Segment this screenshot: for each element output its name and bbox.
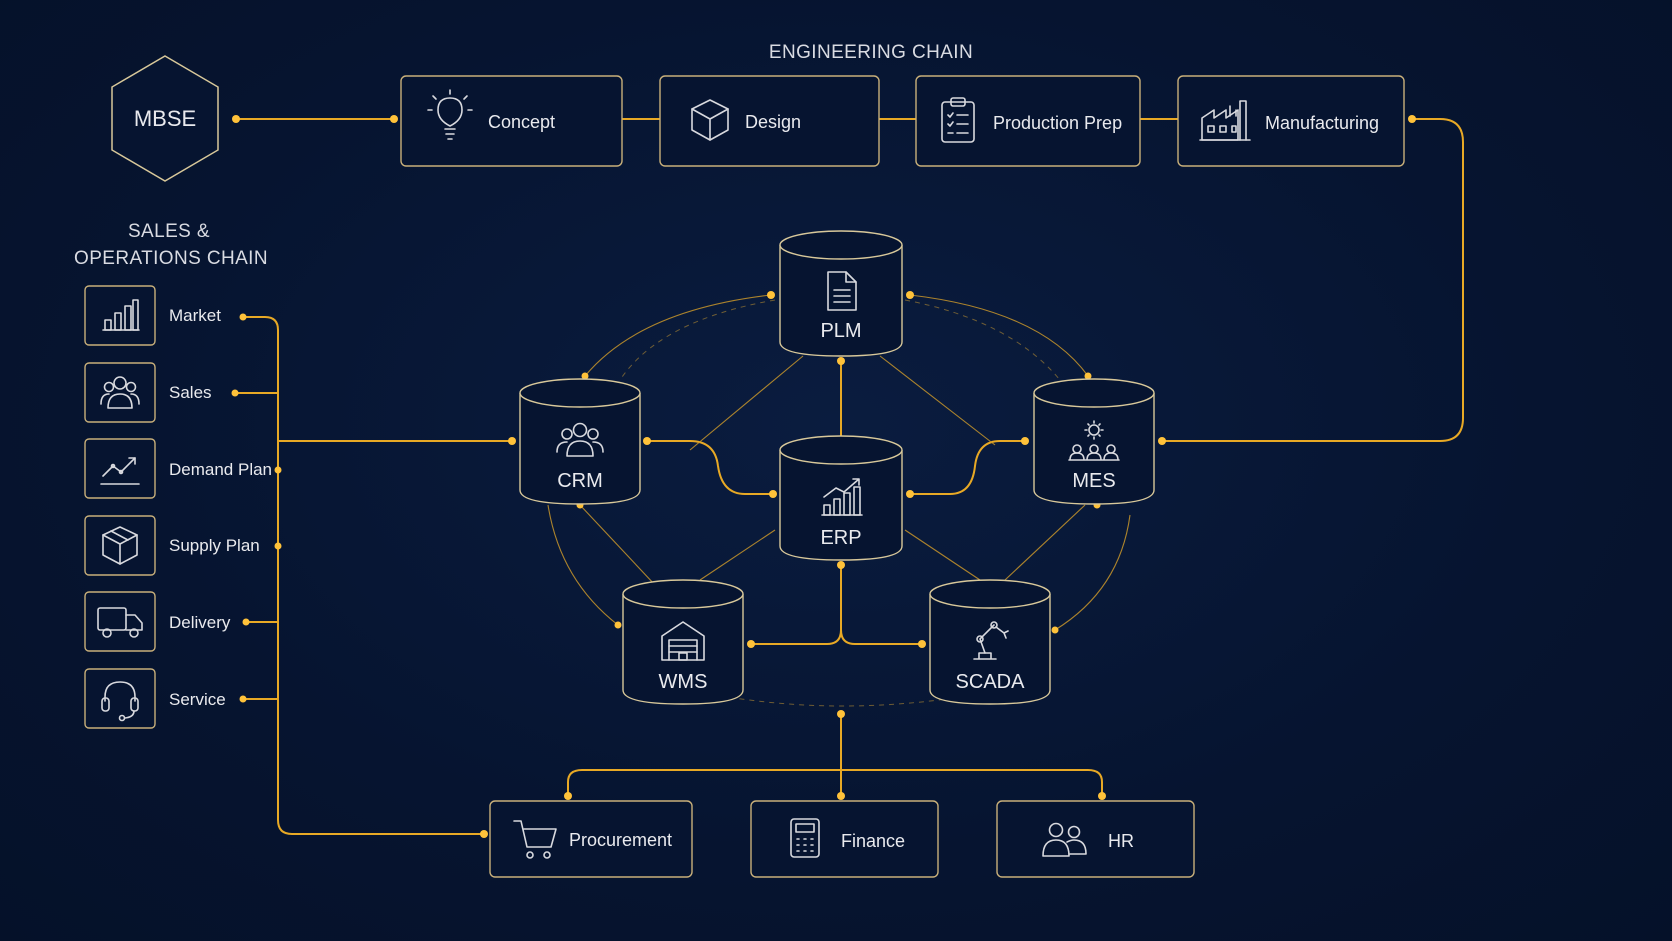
hr-label: HR	[1108, 831, 1134, 851]
cube-icon	[691, 99, 729, 141]
crm-label: CRM	[557, 470, 603, 492]
truck-icon	[97, 607, 143, 638]
connector-lines	[231, 115, 1464, 838]
manufacturing-label: Manufacturing	[1265, 113, 1379, 133]
mes-label: MES	[1072, 470, 1115, 492]
market-label: Market	[169, 306, 221, 325]
system-erp[interactable]: ERP	[779, 435, 903, 561]
engineering-chain-heading: ENGINEERING CHAIN	[769, 42, 973, 63]
system-crm[interactable]: CRM	[519, 378, 641, 505]
sales-item-demand-plan[interactable]: Demand Plan	[84, 438, 272, 499]
sales-item-delivery[interactable]: Delivery	[84, 591, 231, 652]
sales-item-sales[interactable]: Sales	[84, 362, 212, 423]
gear-people-icon	[1068, 420, 1120, 461]
sales-item-market[interactable]: Market	[84, 285, 221, 346]
trend-line-icon	[100, 457, 140, 485]
robot-arm-icon	[973, 621, 1009, 660]
sales-item-supply-plan[interactable]: Supply Plan	[84, 515, 260, 576]
clipboard-icon	[941, 97, 975, 143]
chain-box-production-prep[interactable]: Production Prep	[915, 75, 1141, 167]
sales-item-service[interactable]: Service	[84, 668, 226, 729]
support-box-procurement[interactable]: Procurement	[489, 800, 693, 878]
scada-label: SCADA	[956, 671, 1026, 693]
document-icon	[827, 271, 857, 311]
wms-label: WMS	[659, 671, 708, 693]
mbse-label: MBSE	[134, 106, 196, 131]
sales-label: Sales	[169, 383, 212, 402]
service-label: Service	[169, 690, 226, 709]
box-icon	[102, 526, 138, 565]
sales-chain-heading-line1: SALES &	[128, 221, 210, 242]
sales-chain-heading-line2: OPERATIONS CHAIN	[74, 248, 268, 269]
erp-label: ERP	[820, 527, 861, 549]
system-wms[interactable]: WMS	[622, 579, 744, 705]
connector-dots	[231, 115, 1416, 838]
procurement-label: Procurement	[569, 830, 672, 850]
delivery-label: Delivery	[169, 613, 231, 632]
group-icon	[556, 422, 604, 457]
bar-chart-icon	[102, 299, 140, 331]
finance-label: Finance	[841, 831, 905, 851]
chain-box-design[interactable]: Design	[659, 75, 880, 167]
concept-label: Concept	[488, 112, 555, 132]
cart-icon	[513, 820, 557, 859]
factory-icon	[1199, 100, 1251, 141]
lightbulb-icon	[427, 89, 473, 140]
people-icon	[1042, 822, 1087, 857]
supply-plan-label: Supply Plan	[169, 536, 260, 555]
system-mes[interactable]: MES	[1033, 378, 1155, 505]
system-scada[interactable]: SCADA	[929, 579, 1051, 705]
system-plm[interactable]: PLM	[779, 230, 903, 357]
support-box-hr[interactable]: HR	[996, 800, 1195, 878]
mbse-node[interactable]: MBSE	[111, 55, 219, 182]
users-icon	[100, 376, 140, 409]
warehouse-icon	[661, 621, 705, 661]
chain-box-manufacturing[interactable]: Manufacturing	[1177, 75, 1405, 167]
headset-icon	[101, 681, 139, 722]
production-prep-label: Production Prep	[993, 113, 1122, 133]
design-label: Design	[745, 112, 801, 132]
plm-label: PLM	[820, 320, 861, 342]
chain-box-concept[interactable]: Concept	[400, 75, 623, 167]
support-box-finance[interactable]: Finance	[750, 800, 939, 878]
calculator-icon	[790, 818, 820, 858]
demand-plan-label: Demand Plan	[169, 460, 272, 479]
growth-chart-icon	[821, 478, 863, 516]
